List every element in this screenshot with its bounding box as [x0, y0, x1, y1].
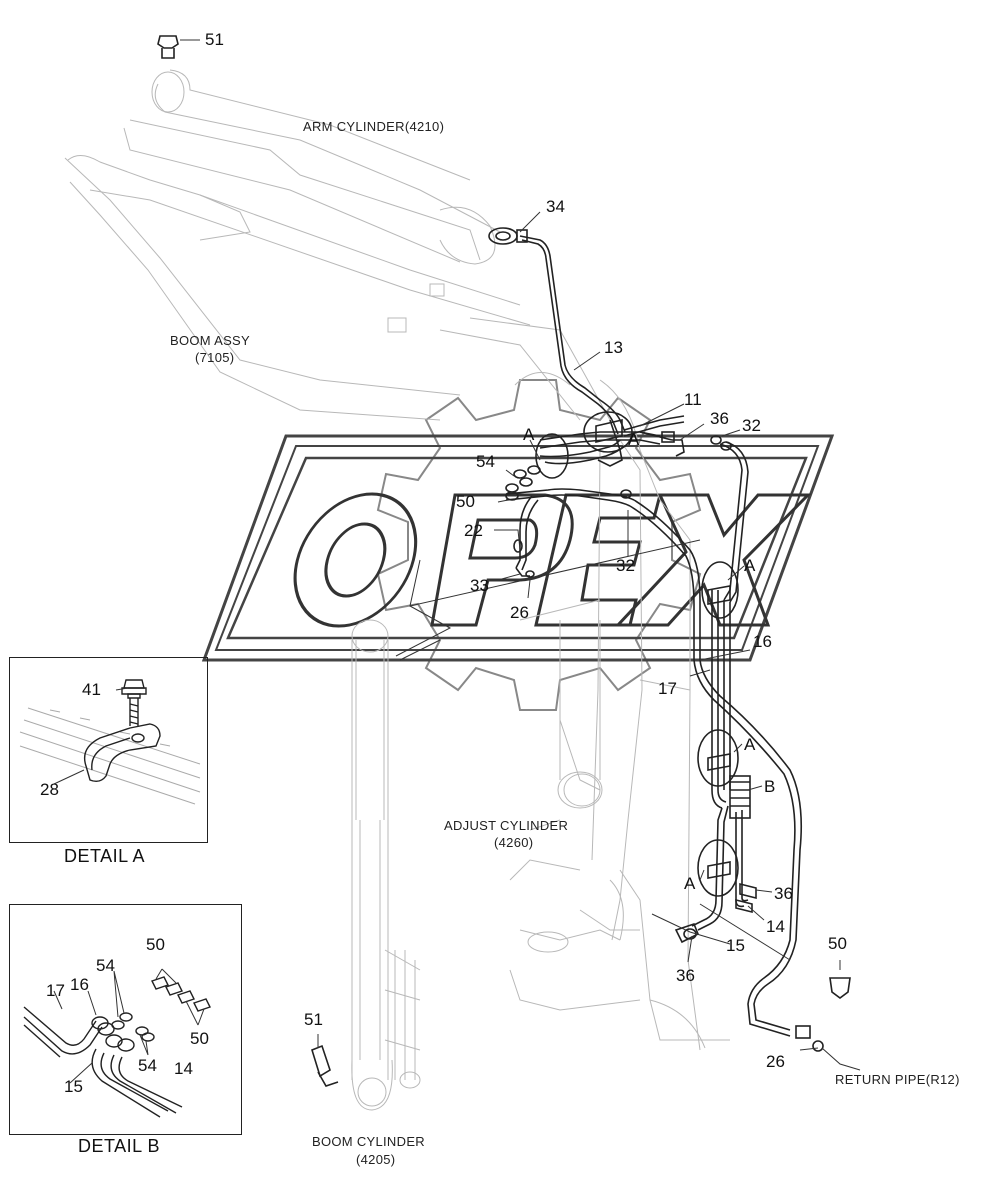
label-adjust-cylinder: ADJUST CYLINDER: [444, 818, 569, 833]
part-number: 50: [456, 492, 475, 511]
label-boom-cylinder-code: (4205): [356, 1152, 396, 1167]
label-boom-cylinder: BOOM CYLINDER: [312, 1134, 425, 1149]
label-adjust-cylinder-code: (4260): [494, 835, 534, 850]
detail-b-title: DETAIL B: [78, 1136, 161, 1156]
part-number: 33: [470, 576, 489, 595]
label-return-pipe: RETURN PIPE(R12): [835, 1072, 960, 1087]
part-number: A: [523, 425, 535, 444]
detail-a-drawing: [19, 679, 201, 805]
part-number: 15: [726, 936, 745, 955]
label-arm-cylinder: ARM CYLINDER(4210): [303, 119, 445, 134]
part-number: 36: [676, 966, 695, 985]
label-boom-assy: BOOM ASSY: [170, 333, 251, 348]
part-number: 36: [710, 409, 729, 428]
part-number: A: [744, 556, 756, 575]
part-number: 34: [546, 197, 565, 216]
part-number: 22: [464, 521, 483, 540]
part-number: A: [744, 735, 756, 754]
part-number: A: [684, 874, 696, 893]
part-number: 26: [766, 1052, 785, 1071]
detail-b-drawing: [23, 968, 211, 1118]
part-number: 54: [476, 452, 495, 471]
detail-b-part-number: 50: [190, 1029, 209, 1048]
detail-b-part-number: 17: [46, 981, 65, 1000]
part-number: 26: [510, 603, 529, 622]
part-number: 51: [205, 30, 224, 49]
label-boom-assy-code: (7105): [195, 350, 235, 365]
part-number: 36: [774, 884, 793, 903]
part-number: 11: [684, 390, 702, 409]
detail-b-box: 50 54 17 16 50 54 15 14: [9, 904, 242, 1135]
part-number: 14: [766, 917, 785, 936]
detail-b-part-number: 16: [70, 975, 89, 994]
detail-a-title: DETAIL A: [64, 846, 146, 866]
detail-a-box: 41 28: [9, 657, 208, 843]
part-number: 17: [658, 679, 677, 698]
leader-lines: [180, 39, 861, 1071]
watermark-letters: [293, 492, 812, 628]
part-number: 51: [304, 1010, 323, 1029]
detail-b-part-number: 54: [138, 1056, 157, 1075]
pipe-routing: [157, 35, 851, 1087]
part-number: 32: [616, 556, 635, 575]
part-number: B: [764, 777, 776, 796]
detail-b-part-number: 15: [64, 1077, 83, 1096]
background-machinery: [64, 69, 730, 1111]
detail-a-part-number: 28: [40, 780, 59, 799]
part-number: 16: [753, 632, 772, 651]
watermark-logo: [201, 379, 835, 711]
part-number: 32: [742, 416, 761, 435]
detail-b-part-number: 50: [146, 935, 165, 954]
detail-b-part-number: 54: [96, 956, 115, 975]
part-number: 13: [604, 338, 623, 357]
detail-b-part-number: 14: [174, 1059, 193, 1078]
part-number: A: [628, 430, 640, 449]
detail-a-part-number: 41: [82, 680, 101, 699]
part-number: 50: [828, 934, 847, 953]
